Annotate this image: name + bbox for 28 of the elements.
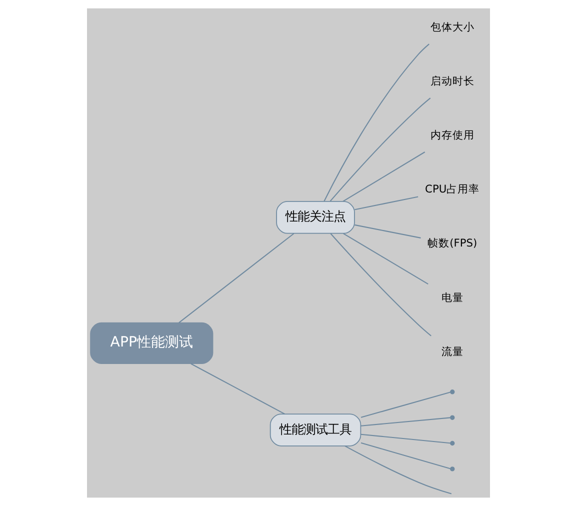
node-point: [450, 466, 454, 472]
connector: [323, 44, 429, 202]
node-text: 内存使用: [430, 128, 474, 142]
node-point: [450, 415, 454, 420]
connector: [190, 363, 285, 414]
connector: [344, 445, 452, 494]
node-text: 电量: [440, 290, 463, 304]
connector: [360, 417, 450, 426]
node-box: 性能测试工具: [269, 414, 361, 446]
connector: [342, 152, 425, 202]
connector: [354, 224, 420, 238]
node-text: 包体大小: [430, 20, 474, 34]
node-box: APP性能测试: [90, 322, 213, 364]
connector: [360, 442, 450, 470]
connector: [178, 233, 294, 324]
connector: [360, 392, 450, 418]
connector: [354, 196, 418, 210]
node-point: [450, 440, 454, 446]
node-box: 性能关注点: [276, 201, 354, 234]
connector: [360, 434, 450, 444]
connector: [329, 98, 430, 202]
node-point: [450, 390, 454, 394]
node-text: 帧数(FPS): [427, 236, 477, 250]
node-text: CPU占用率: [424, 182, 480, 196]
connector: [342, 233, 428, 285]
node-text: 流量: [440, 344, 463, 358]
connector: [330, 233, 431, 336]
node-text: 启动时长: [430, 74, 474, 88]
